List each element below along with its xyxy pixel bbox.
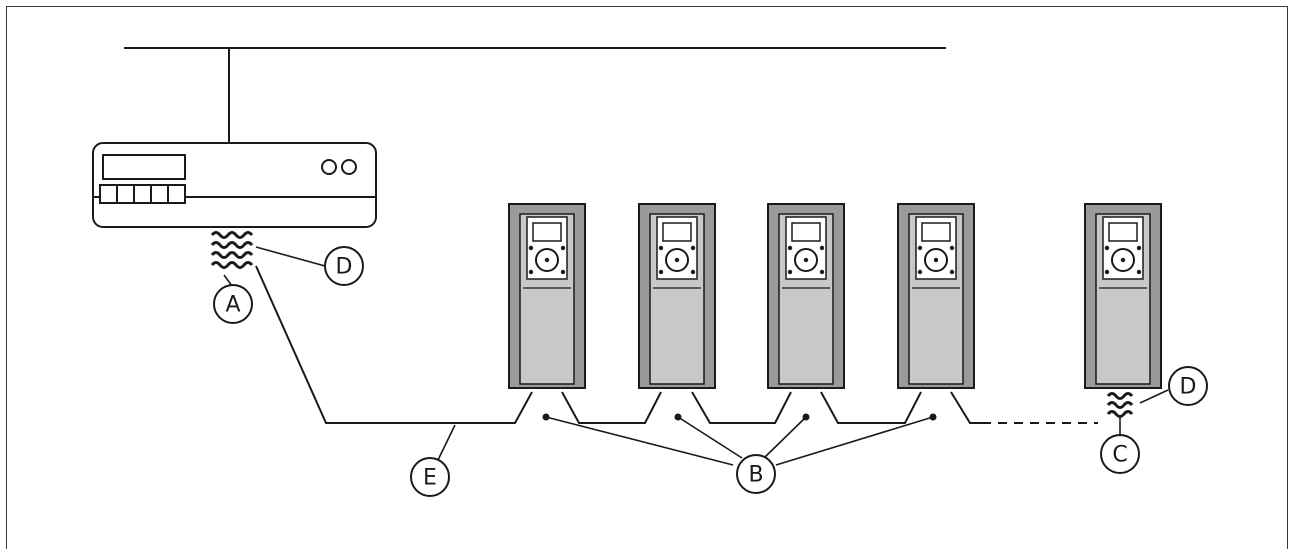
callout-b-label: B — [748, 463, 763, 488]
callout-a: A — [213, 284, 253, 324]
callout-b: B — [736, 454, 776, 494]
callout-d-master: D — [324, 246, 364, 286]
controller-display — [102, 154, 186, 180]
leader-b-4 — [775, 416, 934, 466]
drive-display — [532, 222, 562, 242]
connection-dot — [674, 413, 682, 421]
connection-dot — [802, 413, 810, 421]
leader-b-1 — [545, 416, 734, 466]
bus-cable-segment-2 — [691, 391, 792, 424]
callout-e-label: E — [423, 466, 437, 491]
leader-b-2 — [677, 416, 743, 459]
drive-unit — [897, 203, 975, 389]
bus-cable — [255, 265, 533, 424]
callout-d-master-label: D — [336, 255, 353, 280]
drive-display — [791, 222, 821, 242]
drive-unit — [638, 203, 716, 389]
drive-unit — [767, 203, 845, 389]
callout-c: C — [1100, 434, 1140, 474]
connection-dot — [542, 413, 550, 421]
master-controller — [92, 142, 377, 228]
controller-knob-right — [341, 159, 357, 175]
callout-e: E — [410, 457, 450, 497]
callout-a-label: A — [225, 293, 240, 318]
callout-d-last: D — [1168, 366, 1208, 406]
drive-display — [1108, 222, 1138, 242]
drive-unit — [1084, 203, 1162, 389]
connection-dot — [929, 413, 937, 421]
callout-d-last-label: D — [1180, 375, 1197, 400]
master-termination-symbol — [210, 231, 254, 269]
callout-c-label: C — [1112, 443, 1127, 468]
leader-b-3 — [763, 416, 807, 459]
leader-d-last — [1139, 389, 1169, 404]
controller-knob-left — [321, 159, 337, 175]
drive-display — [921, 222, 951, 242]
drive-group — [508, 203, 1162, 389]
drive-display — [662, 222, 692, 242]
drive-unit — [508, 203, 586, 389]
bus-cable-segment-4 — [950, 391, 982, 424]
leader-d-master — [255, 246, 326, 267]
bus-cable-segment-3 — [820, 391, 922, 424]
leader-e — [437, 424, 456, 461]
bus-cable-segment-1 — [561, 391, 662, 424]
controller-keypad — [99, 184, 186, 204]
last-drive-termination-symbol — [1106, 392, 1134, 418]
